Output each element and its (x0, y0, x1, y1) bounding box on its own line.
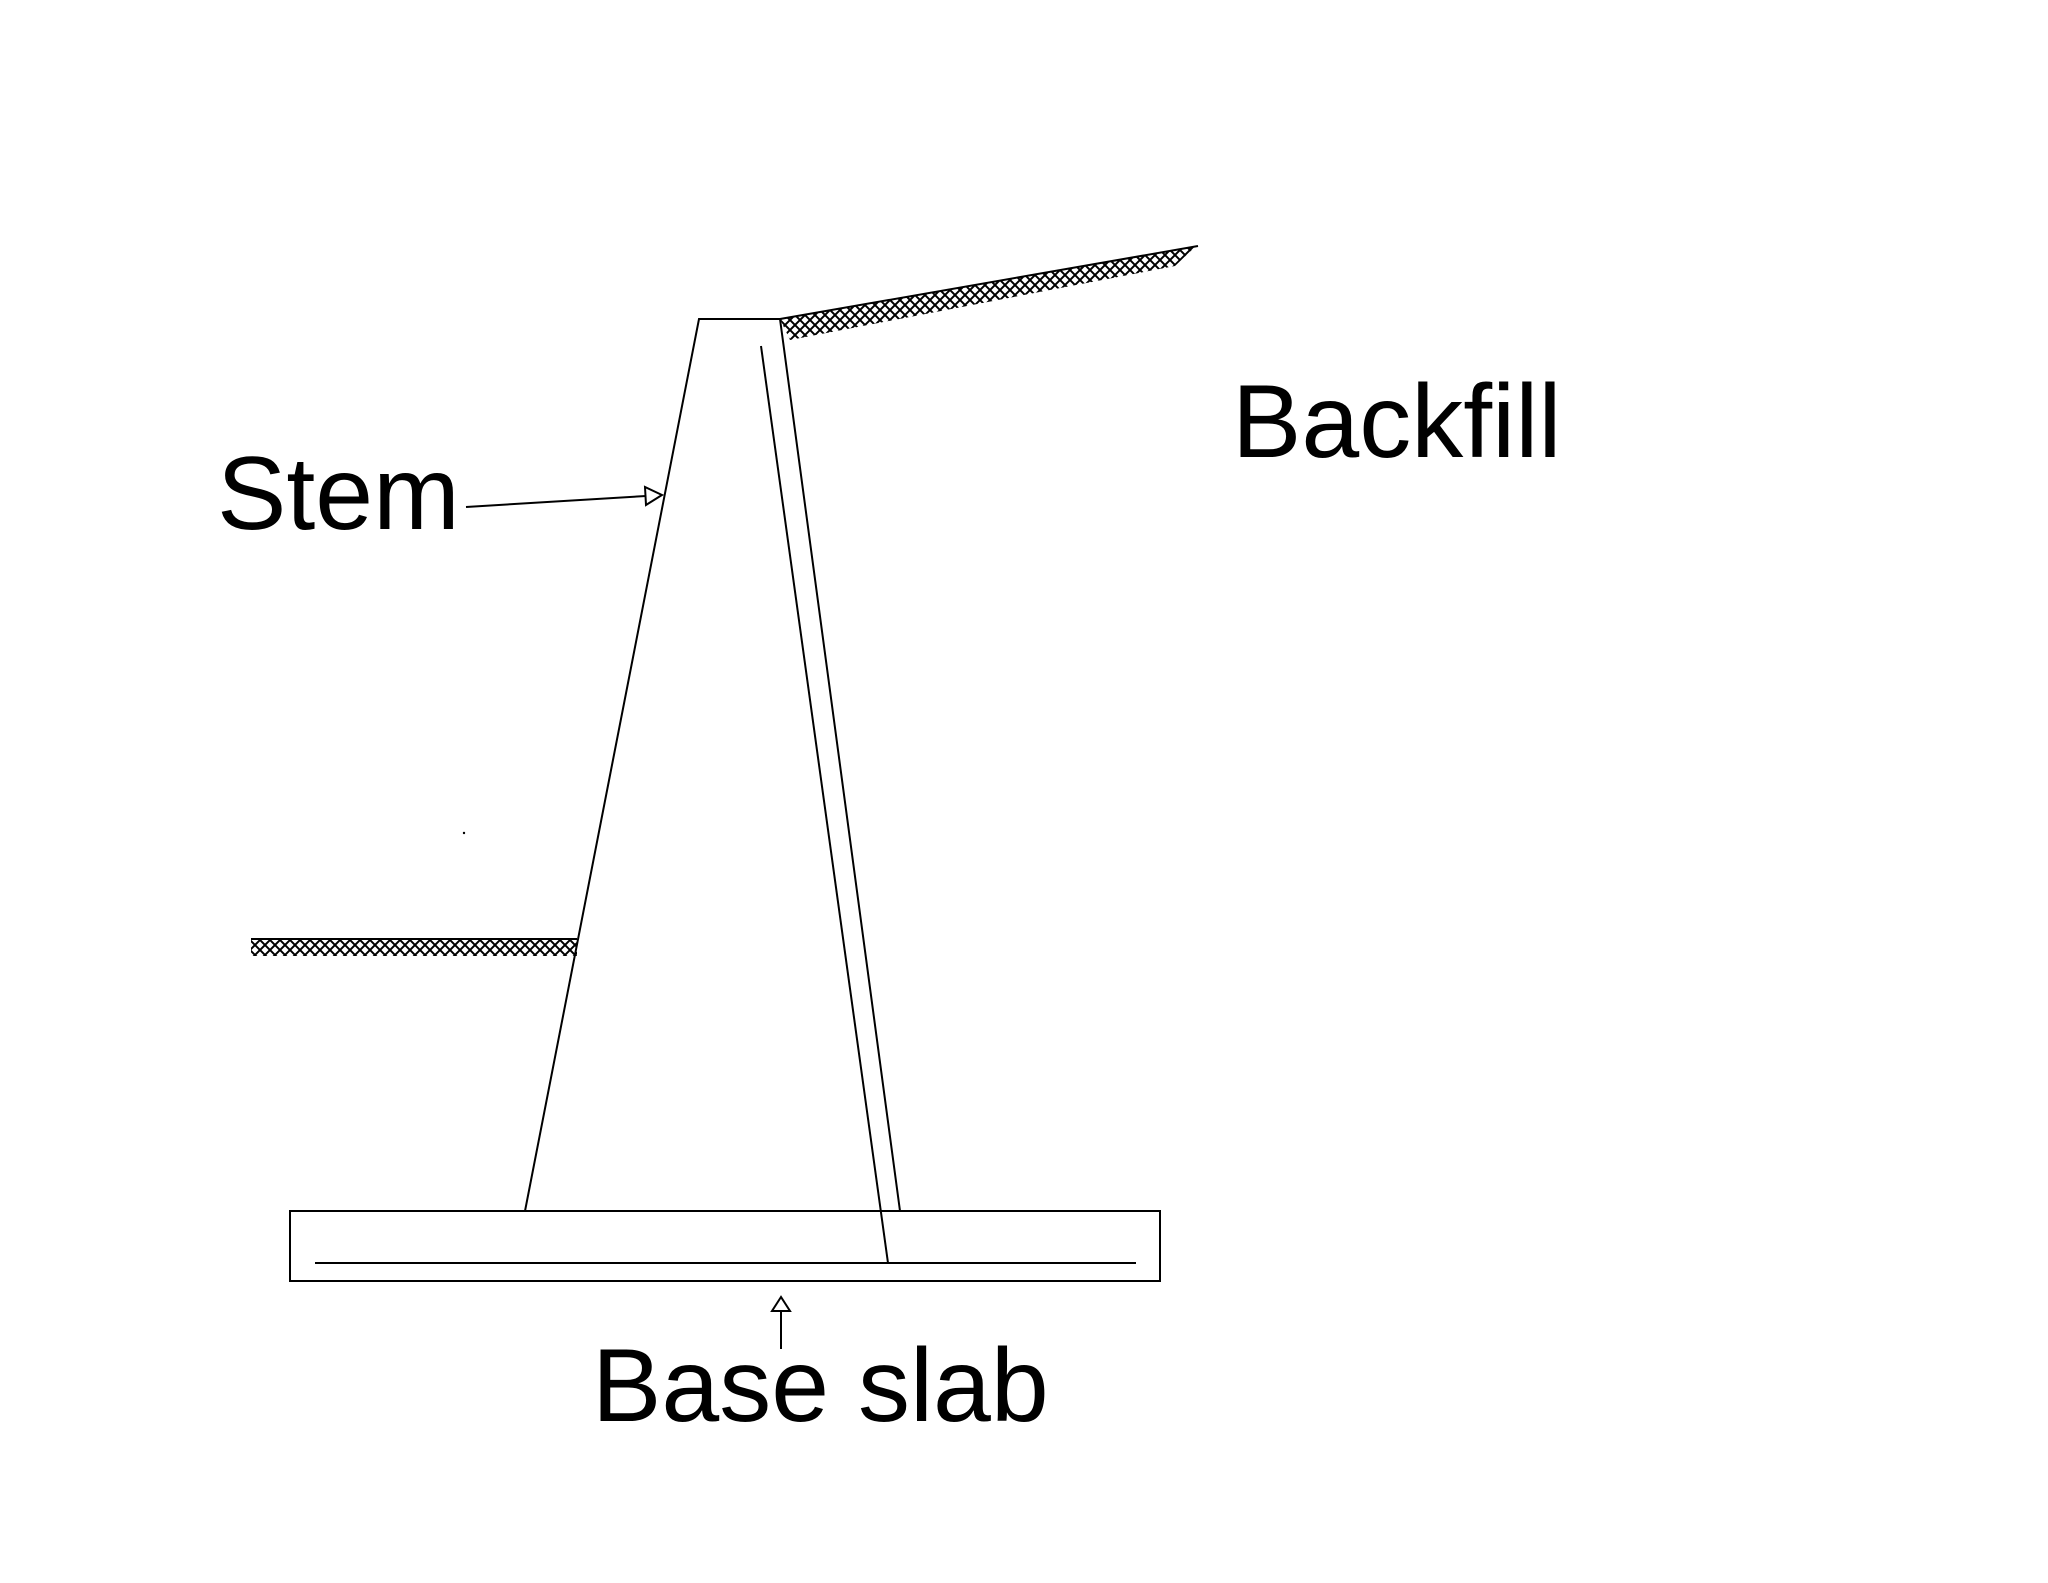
front-ground (251, 938, 577, 956)
stem (523, 318, 902, 1212)
base-slab-label: Base slab (592, 1328, 1049, 1444)
base-slab-arrow (770, 1295, 792, 1349)
backfill-label: Backfill (1232, 364, 1561, 480)
backfill-ground (779, 245, 1199, 340)
stem-reinforcement-line (760, 345, 889, 1264)
stem-arrow (465, 485, 665, 508)
base-slab (289, 1210, 1161, 1282)
stem-label: Stem (217, 436, 460, 552)
dot-mark (462, 831, 466, 835)
